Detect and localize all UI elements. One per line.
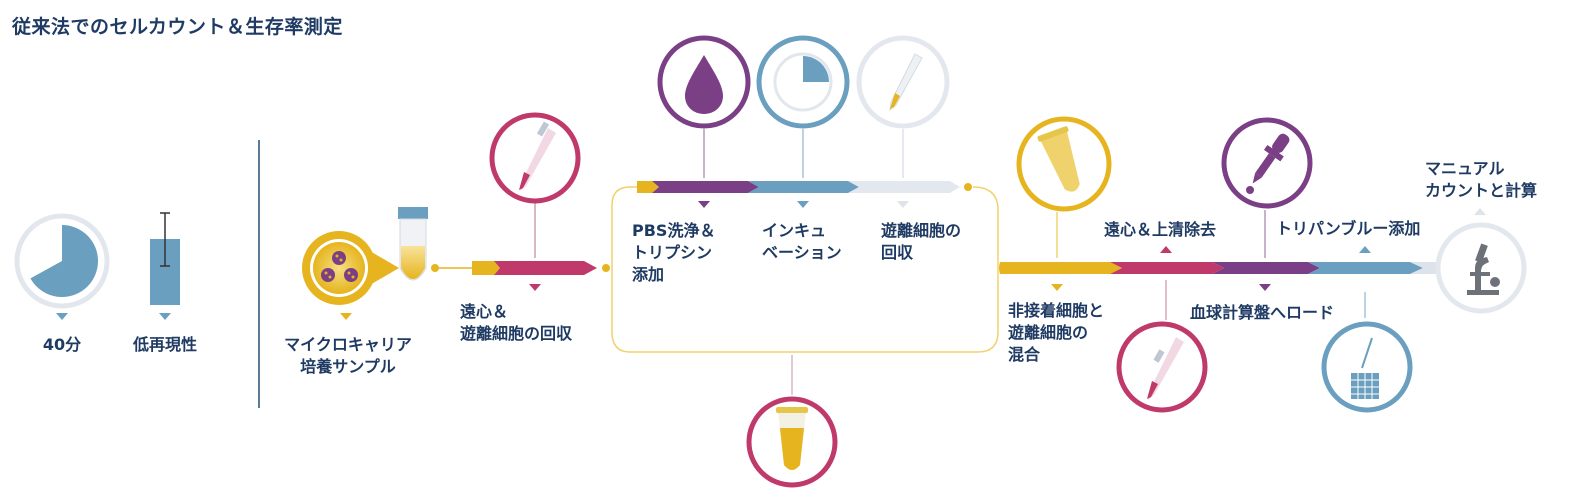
time-label: 40分: [42, 335, 82, 354]
tube-icon: [398, 207, 428, 281]
step-load-hemocytometer-label: 血球計算盤へロード: [1190, 303, 1335, 322]
process-arrow-yellow: [637, 181, 659, 193]
step-mix-label: 非接着細胞と遊離細胞の混合: [1008, 301, 1105, 364]
page-title: 従来法でのセルカウント＆生存率測定: [12, 16, 343, 38]
process-arrow-purple: [1212, 262, 1320, 274]
bracket-line: [611, 186, 637, 268]
process-arrow-yellow: [472, 261, 500, 275]
process-arrow-magenta: [494, 261, 597, 275]
step-centrifuge-supernatant-label: 遠心＆上清除去: [1104, 220, 1217, 239]
microscope-icon: [1435, 222, 1527, 314]
tube-icon: [746, 396, 838, 488]
step-centrifuge-recover-label: 遠心＆遊離細胞の回収: [460, 302, 573, 343]
arrow-down-marker: [698, 201, 710, 208]
step-pbs-wash-label: PBS洗浄＆トリプシン添加: [632, 221, 716, 284]
arrow-down-marker: [897, 201, 909, 208]
microcarrier-icon: [302, 231, 399, 305]
connector-dot: [602, 264, 610, 272]
arrow-down-marker: [1051, 284, 1063, 291]
process-arrow-purple: [652, 181, 759, 193]
error-bar-icon: [150, 212, 180, 305]
step-manual-count-label: マニュアルカウントと計算: [1425, 159, 1538, 200]
connector-dot: [431, 264, 439, 272]
process-arrow-yellow: [999, 262, 1122, 274]
timer-quarter-icon: [756, 35, 850, 129]
arrow-up-marker: [1359, 246, 1371, 253]
pipette-icon: [489, 112, 581, 204]
bracket-line: [611, 186, 999, 353]
process-arrow-blue: [1308, 262, 1423, 274]
arrow-down-marker: [1259, 284, 1271, 291]
tube-icon: [1016, 116, 1112, 212]
process-arrow-magenta: [1110, 262, 1224, 274]
reproducibility-label: 低再現性: [132, 335, 197, 354]
arrow-down-marker: [340, 313, 352, 320]
timer-icon: [14, 213, 110, 309]
arrow-up-marker: [1160, 246, 1172, 253]
step-incubation-label: インキュベーション: [762, 221, 842, 262]
process-arrow-blue: [748, 181, 859, 193]
process-arrow-gray: [1410, 262, 1440, 274]
pipette-icon: [856, 35, 950, 129]
arrow-down-marker: [797, 201, 809, 208]
process-arrow-gray: [848, 181, 960, 193]
pipette-icon: [1116, 321, 1208, 413]
step-recover-free-label: 遊離細胞の回収: [881, 221, 962, 262]
arrow-down-marker: [56, 313, 68, 320]
connector-dot: [964, 183, 972, 191]
drop-icon: [657, 35, 751, 129]
hemocytometer-icon: [1321, 321, 1413, 413]
arrow-up-marker: [1474, 208, 1486, 215]
dropper-icon: [1221, 117, 1313, 209]
step-sample-label: マイクロキャリア培養サンプル: [284, 335, 412, 376]
arrow-down-marker: [529, 284, 541, 291]
step-trypan-blue-label: トリパンブルー添加: [1276, 219, 1421, 238]
arrow-down-marker: [159, 313, 171, 320]
